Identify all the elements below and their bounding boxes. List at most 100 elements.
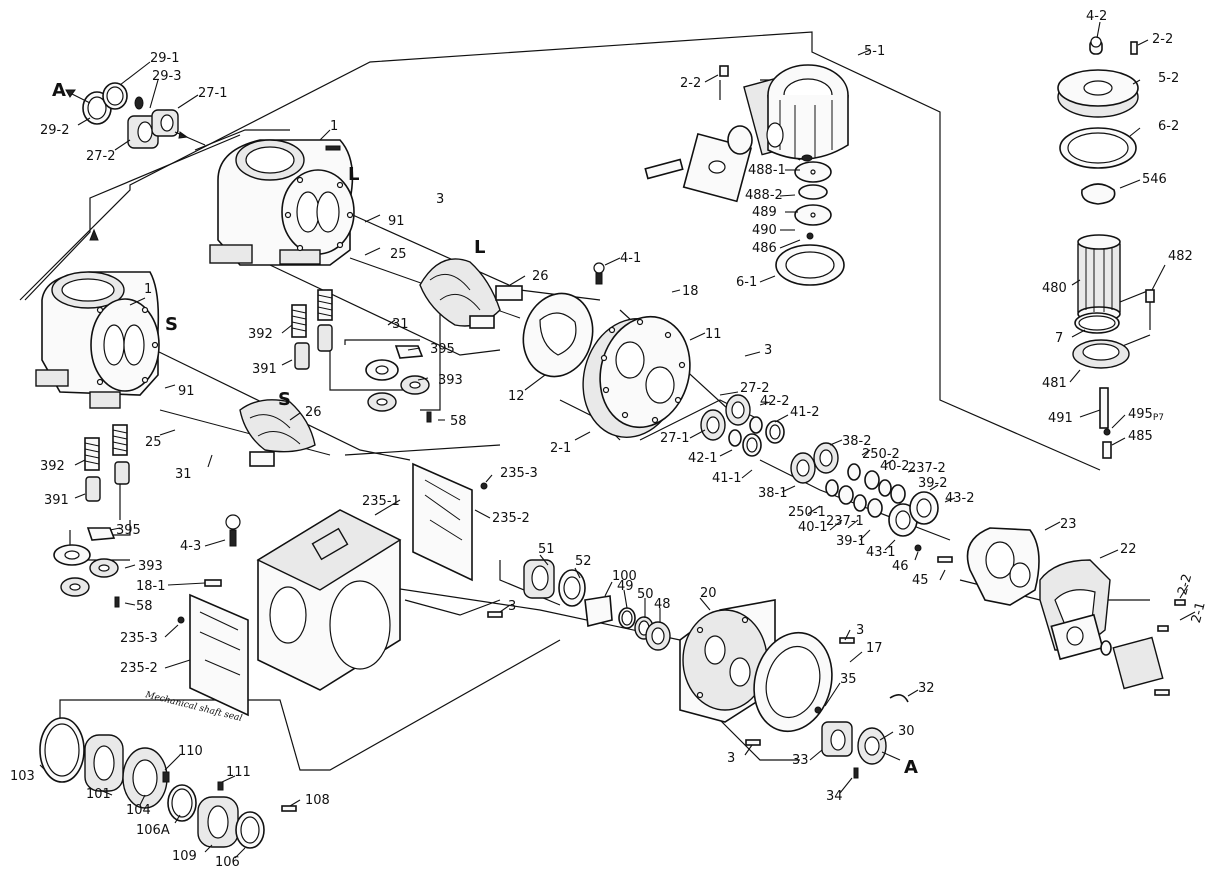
label-30: 30 xyxy=(898,724,915,739)
label-32: 32 xyxy=(918,681,935,696)
label-106: 106 xyxy=(215,855,240,870)
label-35: 35 xyxy=(840,672,857,687)
label-52: 52 xyxy=(575,554,592,569)
label-26-a: 26 xyxy=(532,269,549,284)
label-27-2-b: 27-2 xyxy=(740,381,770,396)
label-104: 104 xyxy=(126,803,151,818)
label-43-1: 43-1 xyxy=(866,545,896,560)
label-7: 7 xyxy=(1055,331,1063,346)
label-18: 18 xyxy=(682,284,699,299)
label-237-1: 237-1 xyxy=(826,514,864,529)
label-3-c: 3 xyxy=(508,599,516,614)
label-391-b: 391 xyxy=(44,493,69,508)
label-392-b: 392 xyxy=(40,459,65,474)
label-392-a: 392 xyxy=(248,327,273,342)
label-29-1: 29-1 xyxy=(150,51,180,66)
label-41-2: 41-2 xyxy=(790,405,820,420)
label-25-b: 25 xyxy=(145,435,162,450)
coupling-group xyxy=(814,694,909,779)
label-50: 50 xyxy=(637,587,654,602)
label-38-1: 38-1 xyxy=(758,486,788,501)
label-4-1: 4-1 xyxy=(620,251,641,266)
label-31-a: 31 xyxy=(392,317,409,332)
label-42-1: 42-1 xyxy=(688,451,718,466)
label-2-2-a: 2-2 xyxy=(1175,572,1195,596)
label-31-b: 31 xyxy=(175,467,192,482)
label-34: 34 xyxy=(826,789,843,804)
rotor-l xyxy=(349,257,523,329)
label-250-1: 250-1 xyxy=(788,505,826,520)
label-49: 49 xyxy=(617,579,634,594)
springs-upper xyxy=(291,289,432,423)
label-3-e: 3 xyxy=(727,751,735,766)
end-cover-22 xyxy=(1039,559,1186,696)
oil-filter-assembly xyxy=(1057,36,1155,459)
main-housing-235-1 xyxy=(204,509,402,691)
label-17: 17 xyxy=(866,641,883,656)
label-486: 486 xyxy=(752,241,777,256)
label-495: 495P7 xyxy=(1128,407,1164,423)
label-235-3-a: 235-3 xyxy=(500,466,538,481)
mark-l-top: L xyxy=(348,164,359,185)
label-485: 485 xyxy=(1128,429,1153,444)
gasket-12 xyxy=(522,292,594,378)
bearing-series xyxy=(700,394,953,563)
label-40-1: 40-1 xyxy=(798,520,828,535)
rotor-casing-s xyxy=(35,271,160,409)
shaft-bearing-stack xyxy=(487,559,671,651)
mark-a-bottom: A xyxy=(904,757,918,778)
label-41-1: 41-1 xyxy=(712,471,742,486)
label-18-1: 18-1 xyxy=(136,579,166,594)
label-393-a: 393 xyxy=(438,373,463,388)
bearing-group-top-left xyxy=(82,82,179,149)
label-33: 33 xyxy=(792,753,809,768)
label-480: 480 xyxy=(1042,281,1067,296)
label-25-a: 25 xyxy=(390,247,407,262)
label-22: 22 xyxy=(1120,542,1137,557)
springs-lower xyxy=(53,424,130,608)
label-491: 491 xyxy=(1048,411,1073,426)
label-29-2: 29-2 xyxy=(40,123,70,138)
label-3-a: 3 xyxy=(436,192,444,207)
label-110: 110 xyxy=(178,744,203,759)
label-58-a: 58 xyxy=(450,414,467,429)
label-235-2-a: 235-2 xyxy=(492,511,530,526)
label-395-a: 395 xyxy=(430,342,455,357)
label-3-d: 3 xyxy=(856,623,864,638)
label-27-1-b: 27-1 xyxy=(660,431,690,446)
label-2-2-b: 2-2 xyxy=(680,76,701,91)
label-391-a: 391 xyxy=(252,362,277,377)
label-48: 48 xyxy=(654,597,671,612)
label-489: 489 xyxy=(752,205,777,220)
gasket-23 xyxy=(966,527,1040,606)
label-481: 481 xyxy=(1042,376,1067,391)
label-91-a: 91 xyxy=(388,214,405,229)
label-235-2-b: 235-2 xyxy=(120,661,158,676)
label-26-b: 26 xyxy=(305,405,322,420)
label-27-2: 27-2 xyxy=(86,149,116,164)
mechanical-shaft-seal xyxy=(39,717,297,849)
label-91-b: 91 xyxy=(178,384,195,399)
mark-s-left: S xyxy=(165,314,178,335)
label-51: 51 xyxy=(538,542,555,557)
label-100: 100 xyxy=(612,569,637,584)
label-11: 11 xyxy=(705,327,722,342)
label-1-left: 1 xyxy=(144,282,152,297)
label-2-1-a: 2-1 xyxy=(550,441,571,456)
label-4-3: 4-3 xyxy=(180,539,201,554)
label-109: 109 xyxy=(172,849,197,864)
cover-plate-235-2-upper xyxy=(412,462,488,582)
label-106a: 106A xyxy=(136,823,170,838)
label-58-b: 58 xyxy=(136,599,153,614)
gasket-17 xyxy=(745,631,855,746)
label-393-b: 393 xyxy=(138,559,163,574)
label-46: 46 xyxy=(892,559,909,574)
label-38-2: 38-2 xyxy=(842,434,872,449)
label-111: 111 xyxy=(226,765,251,780)
label-237-2: 237-2 xyxy=(908,461,946,476)
label-1-top: 1 xyxy=(330,119,338,134)
label-4-2: 4-2 xyxy=(1086,9,1107,24)
label-43-2: 43-2 xyxy=(945,491,975,506)
